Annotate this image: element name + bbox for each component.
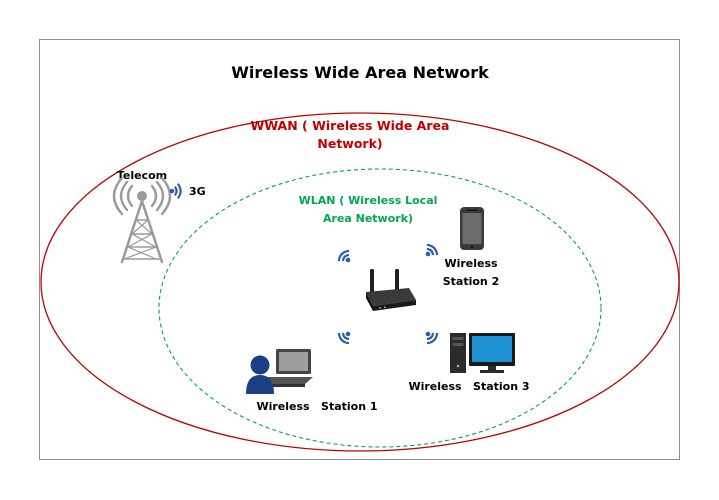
station2-label-line1: Wireless (444, 257, 498, 270)
station2-label-line2: Station 2 (443, 275, 500, 288)
wlan-label-line2: Area Network) (323, 212, 413, 225)
station3-label: Wireless Station 3 (408, 380, 529, 393)
diagram-title: Wireless Wide Area Network (231, 63, 489, 82)
wireless-router-icon (366, 269, 416, 311)
station1-label: Wireless Station 1 (256, 400, 377, 413)
router-signal-icon-bottom-left (337, 331, 351, 345)
wwan-label-line2: Network) (317, 136, 382, 151)
router-signal-icon-bottom-right (425, 331, 439, 345)
3g-label: 3G (189, 185, 206, 198)
diagram-frame (39, 39, 680, 460)
3g-signal-icon (169, 183, 182, 199)
smartphone-icon (460, 207, 484, 250)
wwan-boundary (40, 112, 680, 452)
wlan-label-line1: WLAN ( Wireless Local (299, 194, 438, 207)
router-signal-icon-top-left (337, 249, 351, 263)
wlan-boundary (158, 168, 602, 448)
telecom-label: Telecom (117, 169, 167, 182)
cell-tower-icon (112, 176, 172, 264)
router-signal-icon-top-right (425, 243, 439, 257)
desktop-computer-icon (450, 333, 515, 373)
wwan-label-line1: WWAN ( Wireless Wide Area (251, 118, 450, 133)
user-laptop-icon (246, 349, 313, 394)
